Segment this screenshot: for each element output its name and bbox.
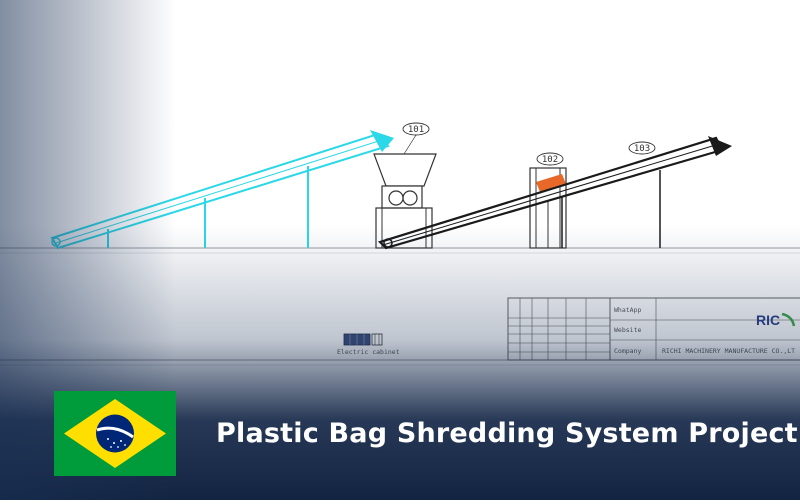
whatsapp-row-label: WhatApp: [614, 306, 641, 314]
feeder-stand-102: [529, 167, 567, 249]
logo-text: RIC: [756, 312, 780, 328]
project-title: Plastic Bag Shredding System Project: [216, 418, 798, 449]
electric-cabinet-legend: Electric cabinet: [337, 333, 400, 356]
title-block: WhatApp Website Company RICHI MACHINERY …: [507, 297, 800, 361]
callout-103: 103: [628, 141, 656, 155]
svg-text:101: 101: [408, 125, 424, 135]
svg-text:102: 102: [542, 155, 558, 165]
conveyor-left: [50, 130, 394, 250]
svg-text:103: 103: [634, 144, 650, 154]
company-value: RICHI MACHINERY MANUFACTURE CO.,LT: [662, 347, 795, 355]
callout-101: 101: [402, 122, 430, 155]
company-row-label: Company: [614, 347, 641, 355]
brazil-flag-icon: [54, 391, 176, 476]
website-row-label: Website: [614, 326, 641, 334]
callout-102: 102: [536, 152, 564, 166]
electric-cabinet-label: Electric cabinet: [337, 348, 400, 356]
conveyor-right: [377, 136, 732, 250]
